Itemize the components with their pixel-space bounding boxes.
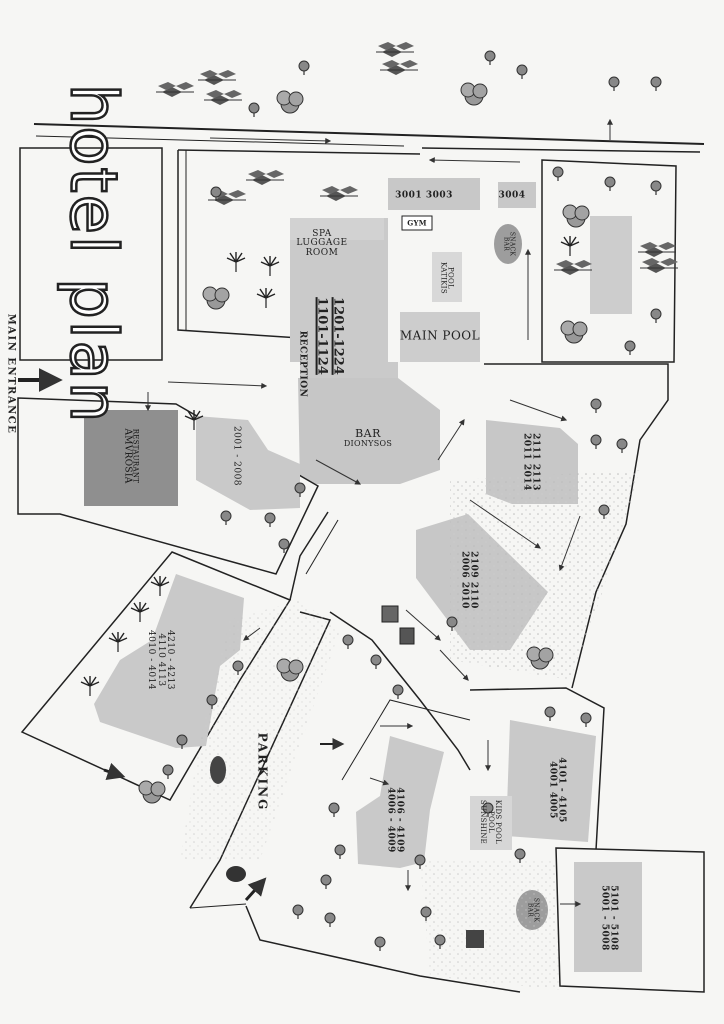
- reception-label: RECEPTION: [297, 330, 308, 398]
- block-4210-label: 4210 - 4213 4110 4113 4010 - 4014: [146, 629, 176, 691]
- block-3001-label: 3001 3003: [395, 190, 453, 201]
- main-pool-label: MAIN POOL: [399, 328, 481, 343]
- block-4101-label: 4101 - 4105 4001 4005: [547, 757, 567, 823]
- block-2001-label: 2001 - 2008: [231, 425, 242, 487]
- pool-katikis-label: POOL KATIKIS: [439, 262, 455, 294]
- block-3004-label: 3004: [498, 190, 526, 201]
- kids-pool-label: KIDS POOL POOL SUNSHINE: [479, 799, 503, 845]
- map-title: hotel plan: [54, 83, 131, 426]
- gym-label: GYM: [407, 218, 427, 228]
- restaurant-amvrosia-label: RESTAURANT AMVROSIA: [122, 428, 140, 484]
- block-2111-label: 2111 2113 2011 2014: [521, 433, 541, 491]
- parking-label: PARKING: [255, 732, 270, 812]
- block-5101-label: 5101 - 5108 5001 - 5008: [599, 885, 619, 951]
- block-2109-label: 2109 2110 2006 2010: [459, 551, 479, 609]
- main-entrance-label: MAIN ENTRANCE: [5, 313, 17, 435]
- spa-luggage-label: SPA LUGGAGE ROOM: [296, 228, 348, 258]
- snack-bar-top-label: SNACK BAR: [502, 231, 516, 257]
- reception-rooms-label: 1201-1224 1101-1124: [315, 297, 346, 375]
- block-4106-label: 4106 - 4109 4006 - 4009: [385, 787, 405, 853]
- bar-dionysos-label: BAR DIONYSOS: [343, 427, 393, 448]
- snack-bar-bottom-label: SNACK BAR: [526, 897, 540, 923]
